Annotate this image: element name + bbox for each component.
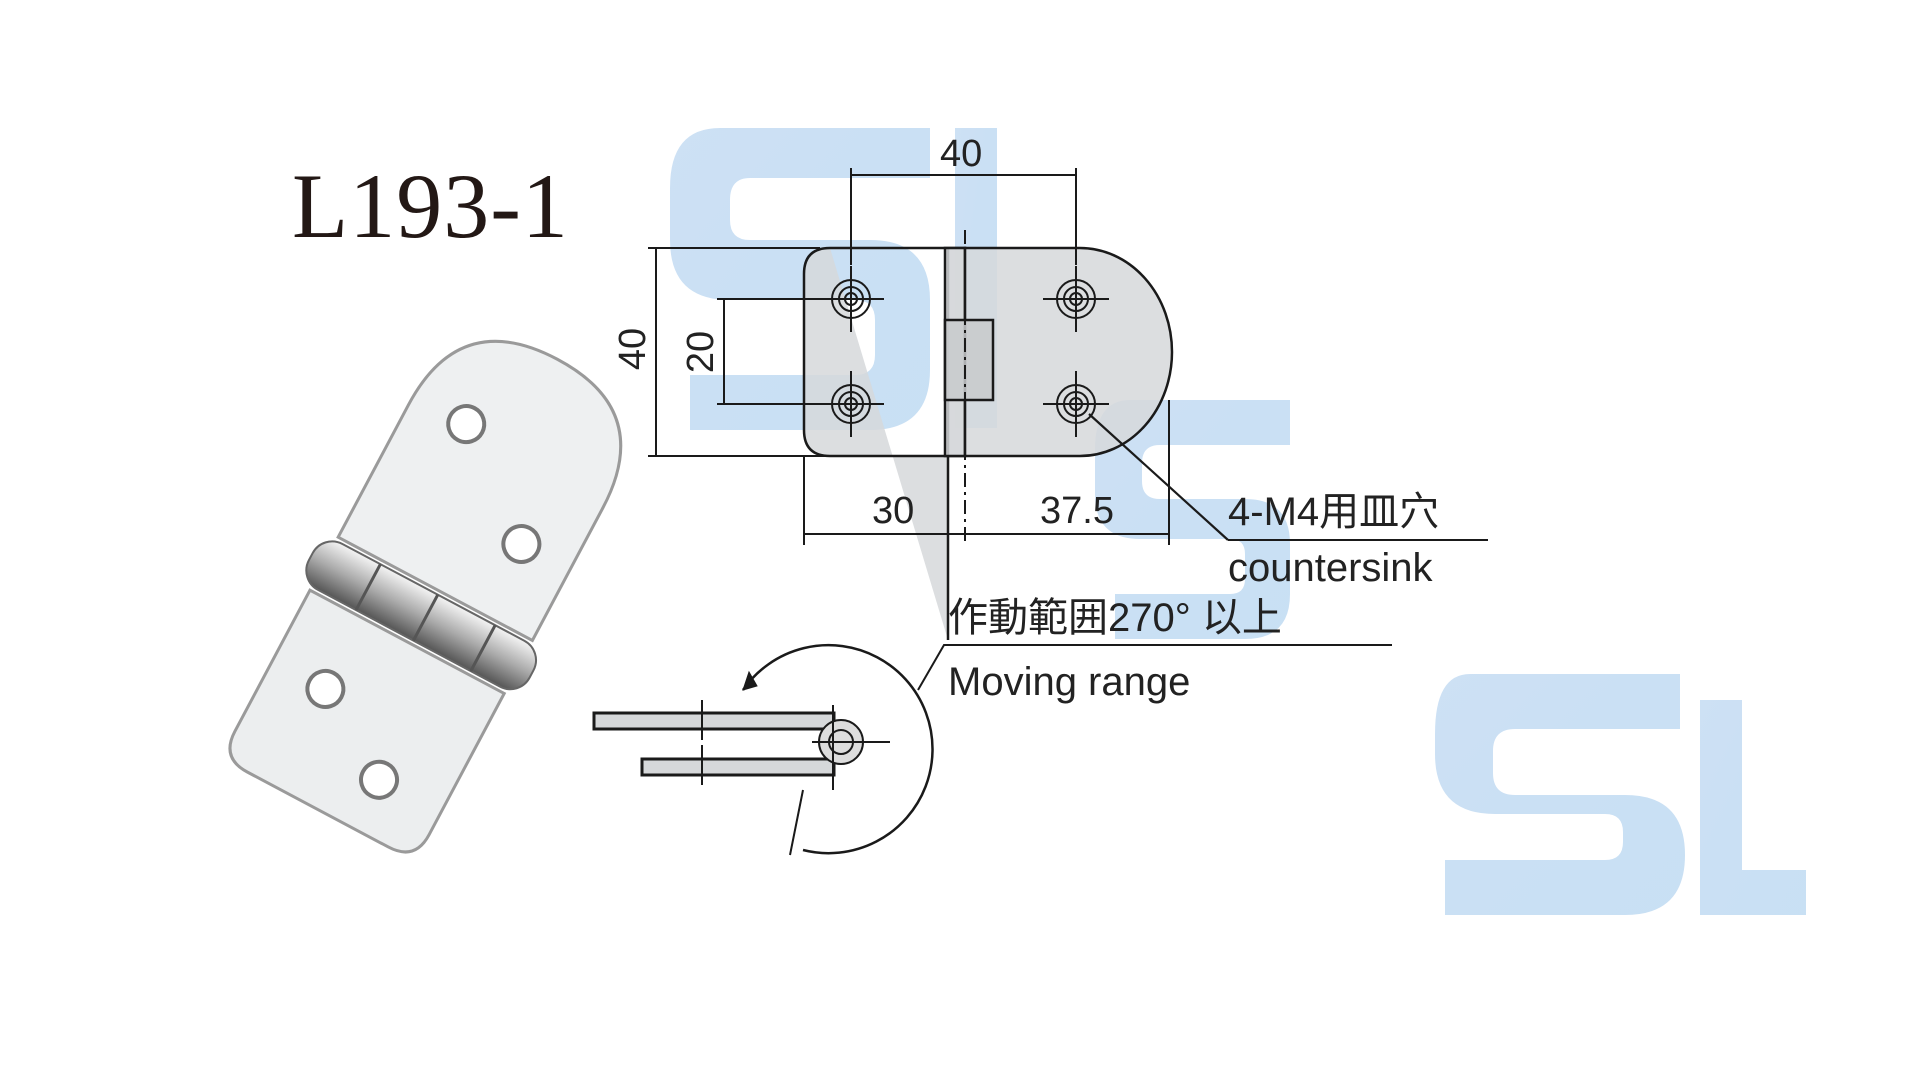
hole-spec-en: countersink xyxy=(1228,546,1433,590)
dim-top-width: 40 xyxy=(940,133,983,175)
hole-spec-jp: 4-M4用皿穴 xyxy=(1228,490,1440,534)
dimension-lines xyxy=(648,168,1488,545)
moving-range-en: Moving range xyxy=(948,660,1191,704)
moving-range-jp: 作動範囲270° 以上 xyxy=(948,596,1282,640)
dim-left-height: 40 xyxy=(612,327,655,371)
dim-right-leaf: 37.5 xyxy=(1040,490,1114,532)
dim-hole-pitch: 20 xyxy=(680,330,723,374)
product-code-title: L193-1 xyxy=(292,155,569,257)
hinge-side-view xyxy=(592,643,1392,856)
dim-left-leaf: 30 xyxy=(872,490,915,532)
hinge-top-view xyxy=(802,246,1174,640)
countersink-holes xyxy=(818,266,1109,437)
hinge-photo xyxy=(228,339,623,854)
